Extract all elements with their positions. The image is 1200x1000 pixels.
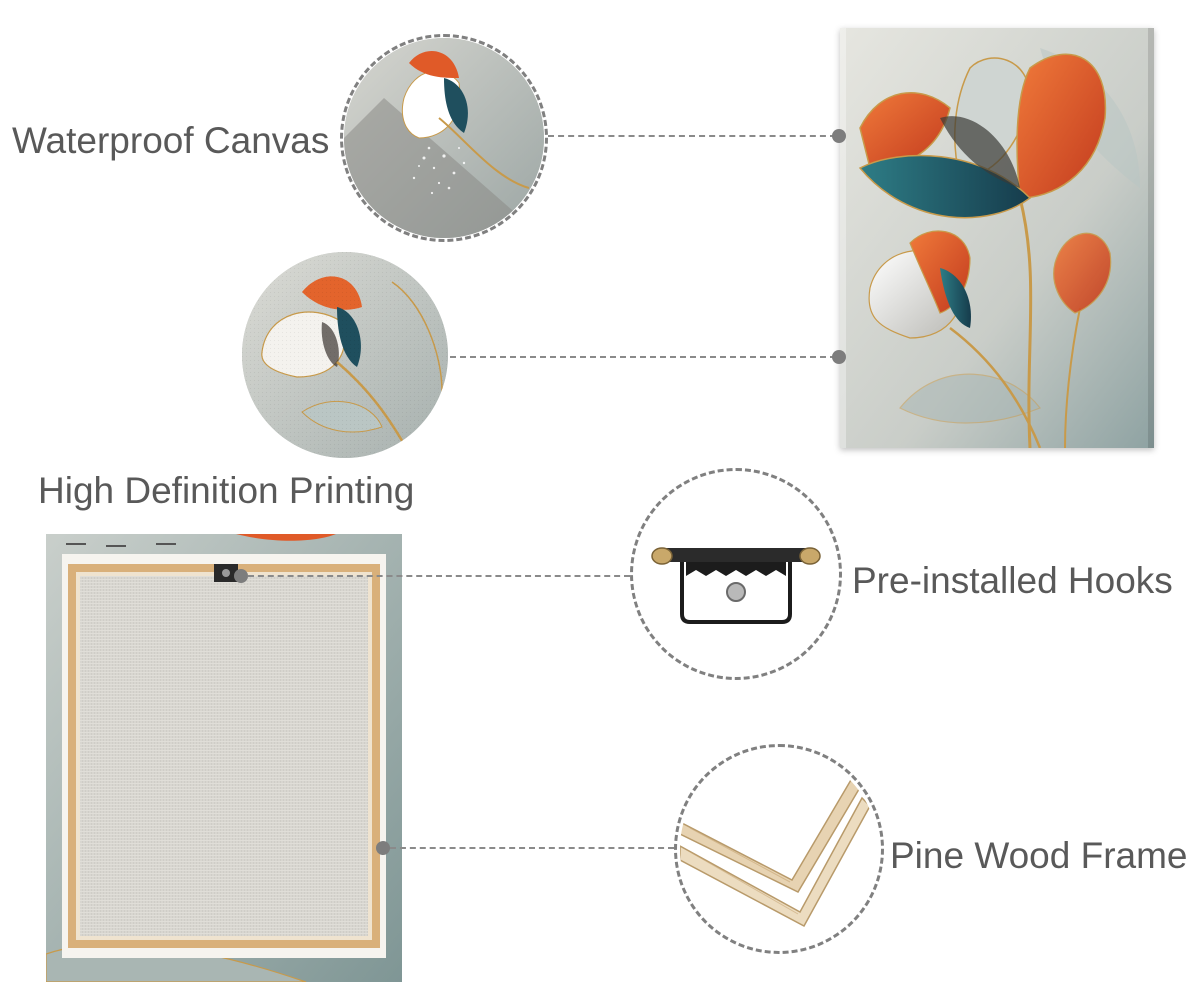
connector-waterproof (548, 135, 836, 137)
connector-frame (390, 847, 674, 849)
label-waterproof-canvas: Waterproof Canvas (12, 120, 330, 161)
connector-printing (450, 356, 836, 358)
label-pine-wood-frame: Pine Wood Frame (890, 835, 1188, 876)
canvas-artwork-back (46, 534, 402, 982)
lotus-flower-icon (242, 252, 448, 458)
canvas-artwork-front (840, 28, 1154, 448)
hook-bracket-icon (651, 547, 821, 624)
lotus-flower-icon (840, 28, 1154, 448)
connector-hooks (248, 575, 630, 577)
label-pre-installed-hooks: Pre-installed Hooks (852, 560, 1173, 601)
waterproof-canvas-ring (340, 34, 548, 242)
frame-detail (680, 750, 878, 948)
hd-printing-ring (240, 250, 450, 460)
connector-dot-waterproof (832, 129, 846, 143)
connector-dot-printing (832, 350, 846, 364)
hook-detail (636, 474, 836, 674)
hook-detail-ring (630, 468, 842, 680)
canvas-back-icon (46, 534, 402, 982)
wood-corner-icon (680, 766, 871, 928)
label-high-definition-printing: High Definition Printing (38, 470, 415, 511)
frame-detail-ring (674, 744, 884, 954)
hd-printing-detail (242, 252, 448, 458)
connector-dot-hooks (234, 569, 248, 583)
connector-dot-frame (376, 841, 390, 855)
